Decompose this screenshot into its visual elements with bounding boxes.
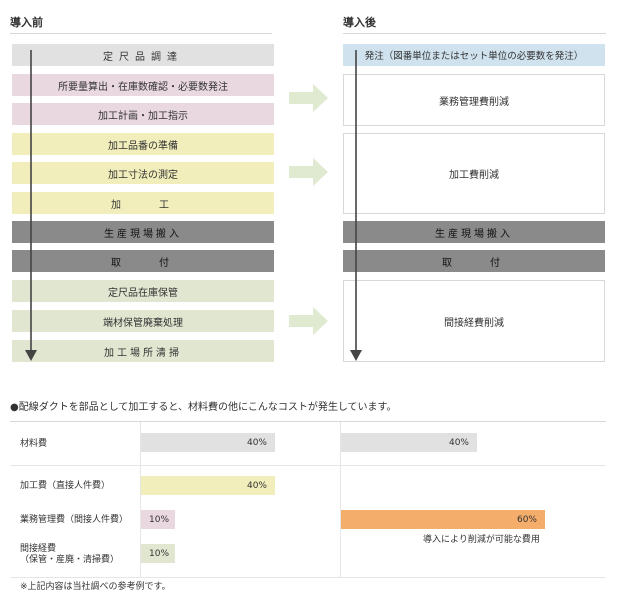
cost-label-indirect: 間接経費 [20, 544, 57, 554]
cost-mid-rule [10, 465, 606, 466]
cost-divider-right [340, 422, 341, 577]
step-install: 取 付 [12, 250, 274, 272]
bar-material-before: 40% [141, 433, 275, 452]
bar-reduction: 60% [341, 510, 545, 529]
cost-label-processing: 加工費（直接人件費） [20, 481, 111, 491]
arrow-right-icon [289, 84, 328, 112]
step-cleaning: 加工場所清掃 [12, 340, 274, 362]
after-header-rule [343, 33, 606, 34]
after-header: 導入後 [343, 16, 376, 29]
after-mgmt-box: 業務管理費削減 [343, 74, 605, 126]
cost-divider-left [140, 422, 141, 577]
step-procurement: 定尺品調達 [12, 44, 274, 66]
cost-top-rule [10, 421, 606, 422]
step-scrap-disposal: 端材保管廃棄処理 [12, 310, 274, 332]
step-part-prep: 加工品番の準備 [12, 133, 274, 155]
step-measure: 加工寸法の測定 [12, 162, 274, 184]
bar-material-after: 40% [341, 433, 477, 452]
step-processing: 加 工 [12, 192, 274, 214]
after-process-box: 加工費削減 [343, 133, 605, 214]
arrow-right-icon [289, 307, 328, 335]
bar-processing-before: 40% [141, 476, 275, 495]
after-indirect-box: 間接経費削減 [343, 280, 605, 362]
step-delivery: 生産現場搬入 [12, 221, 274, 243]
step-planning: 加工計画・加工指示 [12, 103, 274, 125]
cost-bottom-rule [10, 577, 606, 578]
after-order: 発注（図番単位またはセット単位の必要数を発注） [343, 44, 605, 66]
reduction-caption: 導入により削減が可能な費用 [423, 535, 540, 545]
arrow-right-icon [289, 158, 328, 186]
before-flow-arrow [25, 50, 37, 361]
bar-management-before: 10% [141, 510, 175, 529]
step-ordering: 所要量算出・在庫数確認・必要数発注 [12, 74, 274, 96]
after-flow-arrow [350, 50, 362, 361]
step-stock-storage: 定尺品在庫保管 [12, 280, 274, 302]
footnote: ※上記内容は当社調べの参考例です。 [20, 582, 171, 592]
cost-section-title: ●配線ダクトを部品として加工すると、材料費の他にこんなコストが発生しています。 [10, 402, 397, 413]
cost-label-management: 業務管理費（間接人件費） [20, 515, 129, 525]
after-delivery: 生産現場搬入 [343, 221, 605, 243]
before-header: 導入前 [10, 16, 43, 29]
bar-indirect-before: 10% [141, 544, 175, 563]
after-install: 取 付 [343, 250, 605, 272]
before-header-rule [10, 33, 272, 34]
cost-label-indirect-detail: （保管・産廃・清掃費） [20, 555, 120, 565]
cost-label-material: 材料費 [20, 439, 48, 449]
